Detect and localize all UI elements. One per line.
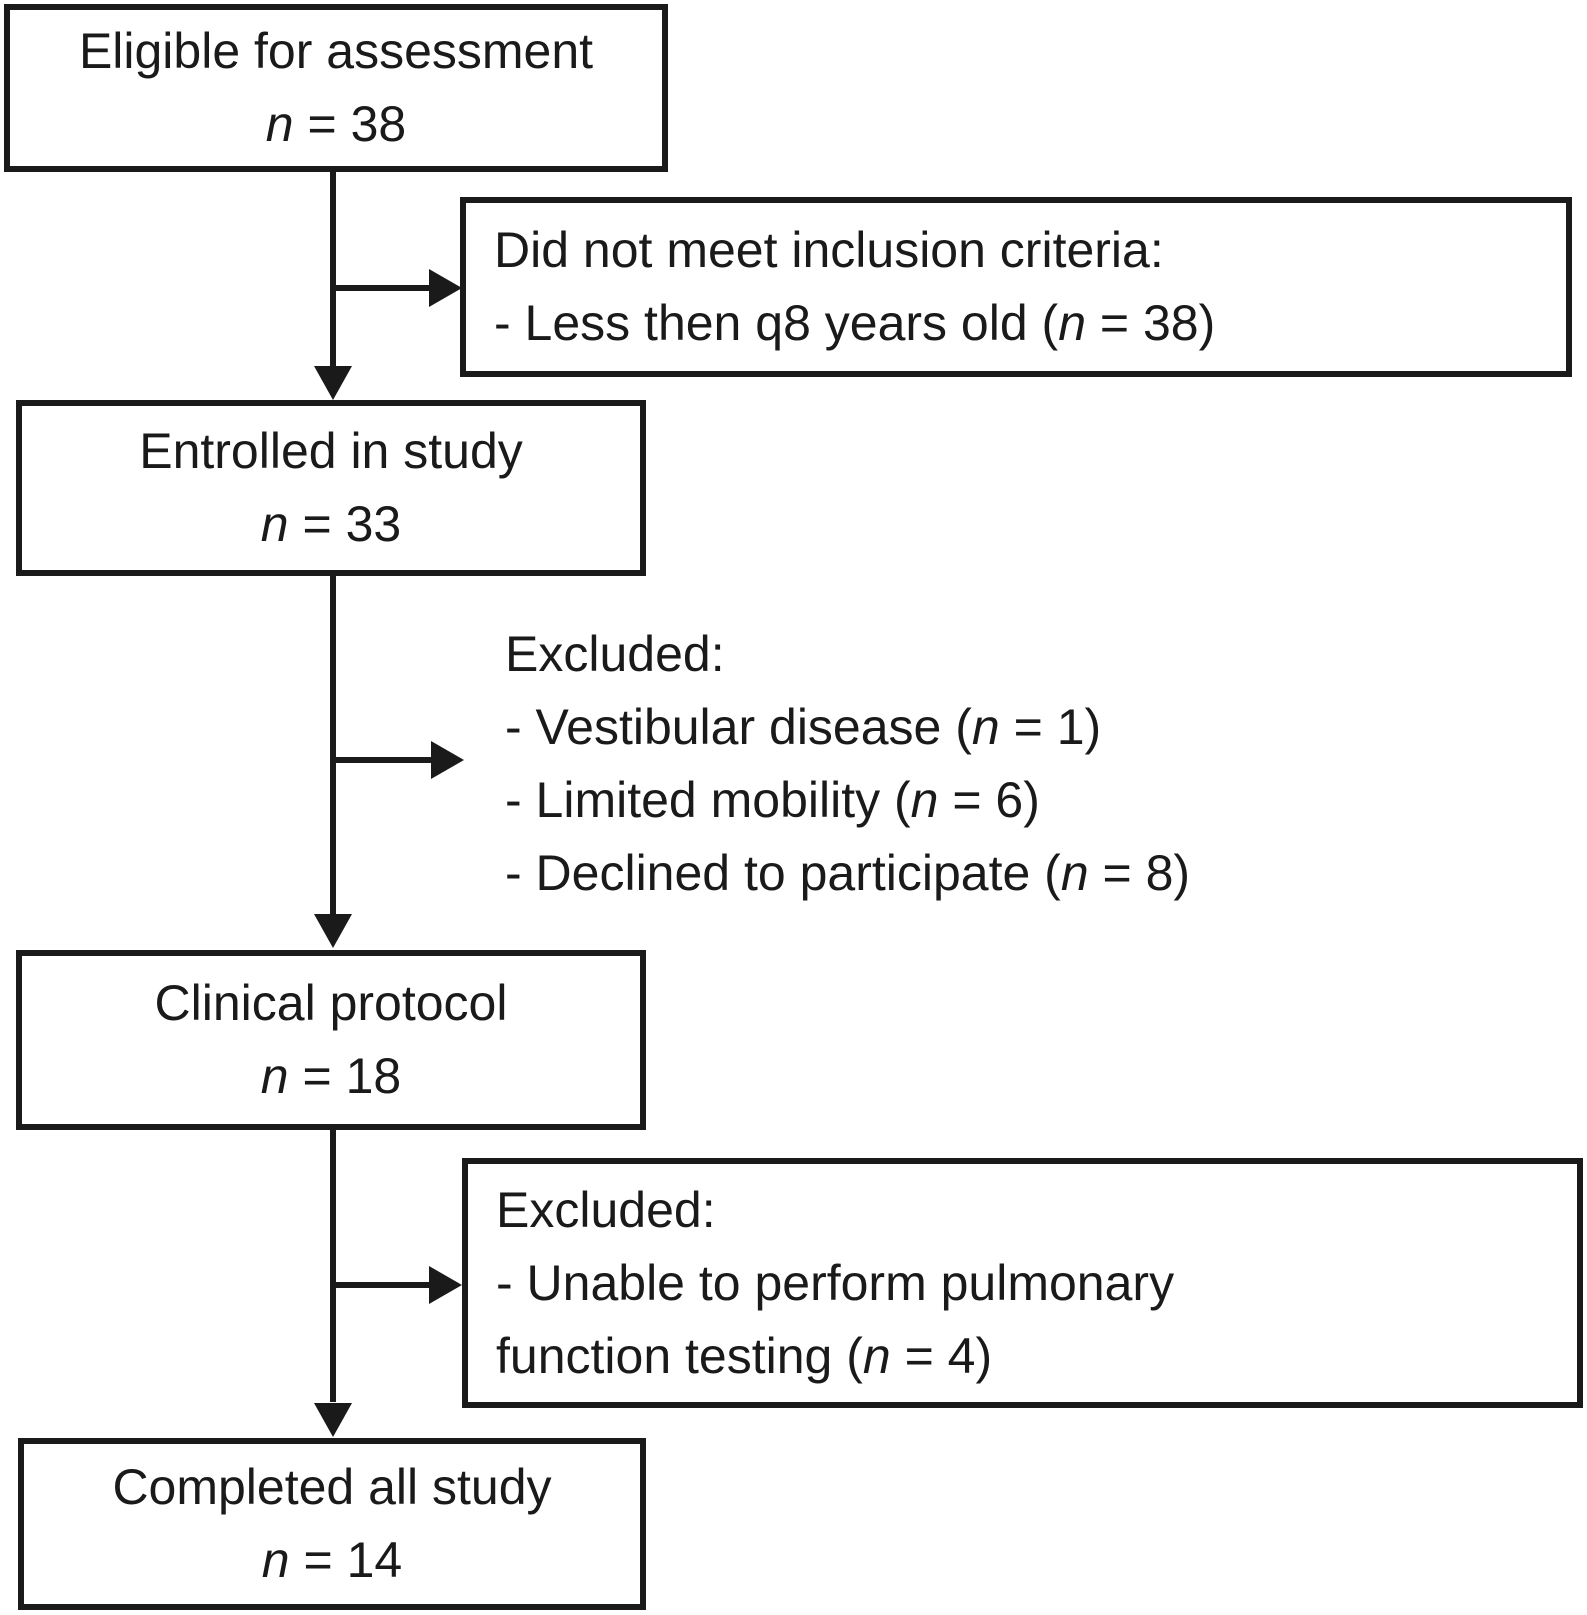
branch-inclusion-exclusion-line — [333, 285, 433, 291]
protocol-exclusion-item-line1: - Unable to perform pulmonary — [496, 1254, 1175, 1311]
connector-eligible-to-enrolled-arrowhead-icon — [314, 366, 352, 400]
connector-clinical-to-completed-line — [330, 1130, 336, 1402]
box-completed-all-study: Completed all study n = 14 — [18, 1438, 646, 1610]
protocol-exclusion-item-line2: function testing (n = 4) — [496, 1327, 993, 1384]
box-enrolled-label: Entrolled in study — [139, 423, 523, 479]
branch-protocol-exclusion-line — [333, 1282, 431, 1288]
box-eligible-count: n = 38 — [265, 96, 407, 152]
box-enrolled-count: n = 33 — [260, 496, 402, 552]
branch-protocol-exclusion-arrowhead-icon — [429, 1266, 462, 1304]
box-completed-count: n = 14 — [261, 1532, 403, 1588]
inclusion-exclusion-item: - Less then q8 years old (n = 38) — [494, 295, 1216, 351]
box-eligible-label: Eligible for assessment — [78, 23, 594, 79]
study-exclusion-item: - Limited mobility (n = 6) — [505, 772, 1040, 828]
connector-eligible-to-enrolled-line — [330, 172, 336, 370]
box-completed-label: Completed all study — [112, 1459, 552, 1515]
inclusion-exclusion-header: Did not meet inclusion criteria: — [494, 222, 1164, 278]
box-eligible-for-assessment: Eligible for assessment n = 38 — [4, 4, 668, 172]
box-protocol-exclusion: Excluded: - Unable to perform pulmonary … — [462, 1158, 1583, 1408]
branch-study-exclusions-line — [333, 757, 435, 763]
study-exclusions-list: Excluded: - Vestibular disease (n = 1) -… — [505, 618, 1190, 910]
study-exclusions-header: Excluded: — [505, 626, 725, 682]
box-clinical-count: n = 18 — [260, 1048, 402, 1104]
box-clinical-protocol: Clinical protocol n = 18 — [16, 950, 646, 1130]
box-enrolled-in-study: Entrolled in study n = 33 — [16, 400, 646, 576]
branch-study-exclusions-arrowhead-icon — [431, 741, 464, 779]
connector-clinical-to-completed-arrowhead-icon — [314, 1403, 352, 1437]
box-clinical-label: Clinical protocol — [154, 975, 508, 1031]
study-exclusion-item: - Vestibular disease (n = 1) — [505, 699, 1102, 755]
box-inclusion-criteria-exclusion: Did not meet inclusion criteria: - Less … — [460, 197, 1572, 377]
protocol-exclusion-header: Excluded: — [496, 1181, 716, 1238]
branch-inclusion-exclusion-arrowhead-icon — [429, 269, 462, 307]
connector-enrolled-to-clinical-line — [330, 576, 336, 918]
study-exclusion-item: - Declined to participate (n = 8) — [505, 845, 1191, 901]
connector-enrolled-to-clinical-arrowhead-icon — [314, 914, 352, 948]
